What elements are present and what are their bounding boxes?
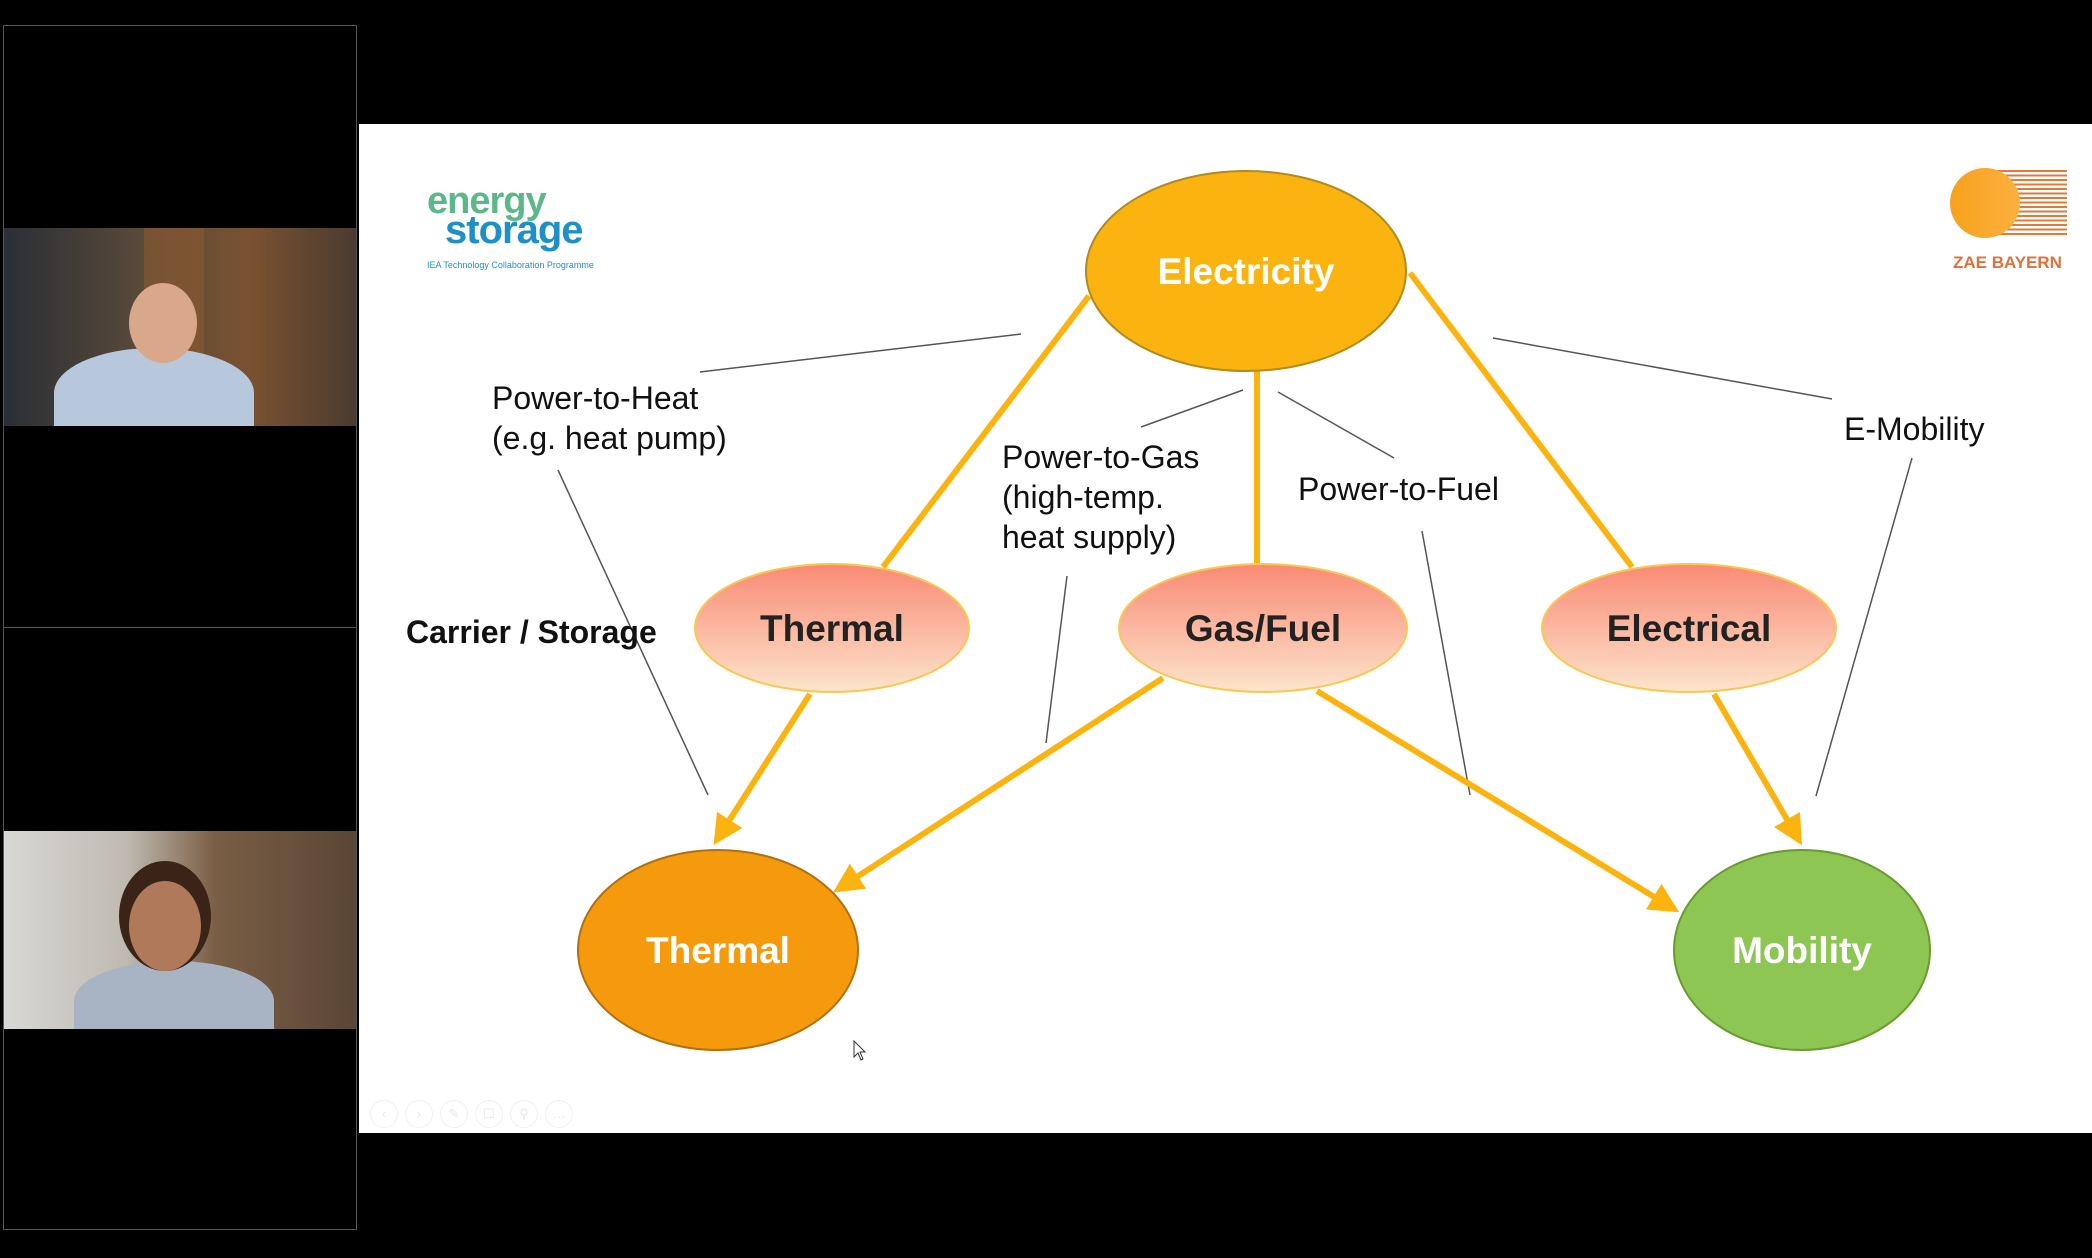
person-body — [74, 961, 274, 1029]
leader-line — [1277, 391, 1395, 459]
annotation-e-mobility: E-Mobility — [1844, 411, 1985, 447]
pointer-icon[interactable]: ☐ — [475, 1100, 503, 1128]
sun-icon — [1950, 168, 2020, 238]
person-head — [129, 881, 201, 971]
node-use-mobility — [1673, 849, 1931, 1051]
pen-icon[interactable]: ✎ — [440, 1100, 468, 1128]
panel-divider — [3, 627, 357, 628]
annotation-line: Power-to-Gas — [1002, 439, 1200, 475]
more-icon[interactable]: … — [545, 1100, 573, 1128]
leader-line — [557, 469, 709, 796]
arrow-thermal-to-thermal — [713, 692, 813, 846]
arrow-gas-to-mobility — [1315, 688, 1680, 913]
label-carrier-thermal: Thermal — [760, 608, 904, 649]
leader-line — [1140, 389, 1244, 428]
node-carrier-electrical — [1541, 563, 1837, 693]
logo-text: ZAE BAYERN — [1953, 253, 2062, 272]
annotation-line: (e.g. heat pump) — [492, 420, 727, 456]
label-use-mobility: Mobility — [1732, 930, 1872, 971]
row-label-carrier-storage: Carrier / Storage — [406, 614, 657, 650]
logo-text-storage: storage — [445, 208, 583, 252]
zoom-icon[interactable]: ⚲ — [510, 1100, 538, 1128]
next-icon[interactable]: › — [405, 1100, 433, 1128]
connector-electricity-thermal — [880, 294, 1092, 569]
annotation-power-to-heat: Power-to-Heat (e.g. heat pump) — [492, 378, 727, 458]
leader-line — [1492, 337, 1833, 400]
annotation-leader-lines — [557, 333, 1913, 797]
label-use-thermal: Thermal — [646, 930, 790, 971]
person-head — [129, 283, 197, 363]
annotation-power-to-fuel: Power-to-Fuel — [1298, 471, 1499, 507]
logo-text-energy: energy — [427, 180, 547, 222]
annotation-line: heat supply) — [1002, 519, 1177, 555]
logo-tagline: IEA Technology Collaboration Programme — [427, 260, 594, 270]
arrow-electrical-to-mobility — [1711, 692, 1803, 846]
leader-line — [1815, 457, 1913, 797]
leader-line — [699, 333, 1022, 373]
arrow-gas-to-thermal — [832, 675, 1165, 893]
leader-line — [1421, 530, 1471, 796]
node-carrier-gas — [1118, 563, 1408, 693]
leader-line — [1045, 575, 1068, 744]
label-carrier-gas: Gas/Fuel — [1185, 608, 1341, 649]
connector-electricity-electrical — [1407, 271, 1635, 569]
participant-video-1[interactable] — [4, 228, 356, 426]
label-carrier-electrical: Electrical — [1607, 608, 1772, 649]
node-electricity — [1085, 170, 1407, 372]
participant-video-2[interactable] — [4, 831, 356, 1029]
zae-bayern-logo: ZAE BAYERN — [1950, 168, 2070, 278]
node-carrier-thermal — [694, 563, 970, 693]
node-use-thermal — [577, 849, 859, 1051]
flow-connectors — [713, 271, 1803, 913]
energy-storage-logo: energy storage IEA Technology Collaborat… — [405, 180, 635, 275]
annotation-power-to-gas: Power-to-Gas (high-temp. heat supply) — [1002, 437, 1199, 557]
previous-icon[interactable]: ‹ — [370, 1100, 398, 1128]
mouse-cursor-icon — [853, 1040, 867, 1061]
annotation-line: (high-temp. — [1002, 479, 1164, 515]
annotation-line: Power-to-Heat — [492, 380, 699, 416]
label-electricity: Electricity — [1158, 251, 1335, 292]
